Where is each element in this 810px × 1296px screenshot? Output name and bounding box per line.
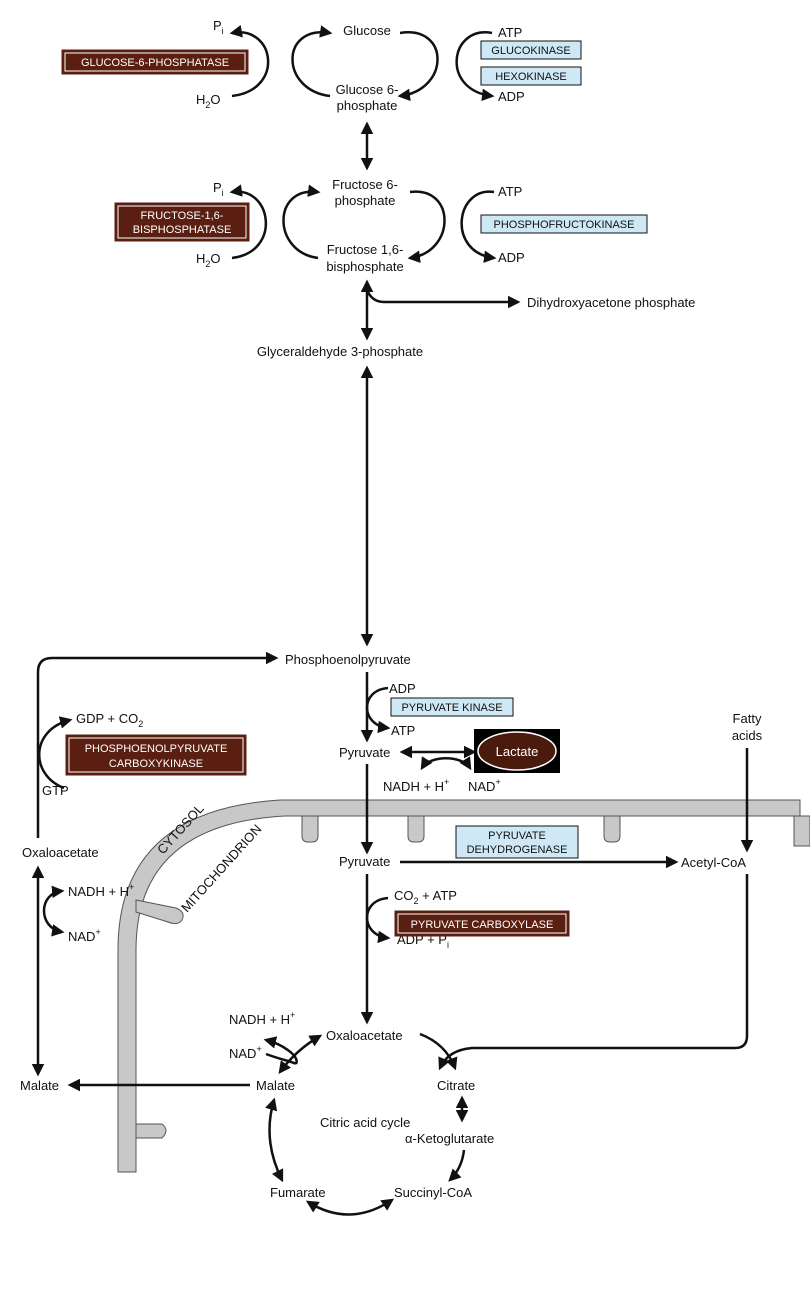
pepck-label-line2: CARBOXYKINASE	[109, 758, 203, 770]
fatty-acids-label-line1: Fatty	[733, 711, 762, 726]
f6p-fbp-step: Fructose 6- phosphate Fructose 1,6- bisp…	[114, 177, 648, 274]
adp-cofactor-2: ADP	[498, 250, 525, 265]
co2-atp-cofactor: CO2 + ATP	[394, 888, 457, 906]
glucokinase-box	[480, 40, 582, 60]
glucokinase-label: GLUCOKINASE	[491, 45, 570, 57]
phosphofructokinase-box	[480, 214, 648, 234]
atp-cofactor-1: ATP	[498, 25, 522, 40]
gdp-co2-cofactor: GDP + CO2	[76, 711, 143, 729]
glucose-6-phosphate-label-line1: Glucose 6-	[336, 82, 399, 97]
phosphoenolpyruvate-label: Phosphoenolpyruvate	[285, 652, 411, 667]
fructose-6-phosphate-label-line2: phosphate	[335, 193, 396, 208]
nad-lactate: NAD+	[468, 777, 501, 794]
hexokinase-box	[480, 66, 582, 86]
fructose-bisphosphatase-box	[114, 202, 250, 242]
fatty-acids-label-line2: acids	[732, 728, 763, 743]
oxaloacetate-cytosol-label: Oxaloacetate	[22, 845, 99, 860]
glucose-6-phosphatase-label: GLUCOSE-6-PHOSPHATASE	[81, 57, 229, 69]
fumarate-label: Fumarate	[270, 1185, 326, 1200]
dhap-branch-arrow	[365, 289, 521, 309]
fructose-1-6-bisphosphate-label-line1: Fructose 1,6-	[327, 242, 404, 257]
pi-cofactor-1: Pi	[213, 18, 224, 36]
acetyl-coa-label: Acetyl-CoA	[681, 855, 746, 870]
glucose-6-phosphatase-box	[61, 49, 249, 75]
h2o-cofactor-2: H2O	[196, 251, 221, 269]
h2o-cofactor-1: H2O	[196, 92, 221, 110]
pi-cofactor-2: Pi	[213, 180, 224, 198]
lactate-label: Lactate	[496, 744, 539, 759]
pepck-label-line1: PHOSPHOENOLPYRUVATE	[85, 743, 228, 755]
adp-pyruvate-kinase: ADP	[389, 681, 416, 696]
nad-cytosol: NAD+	[68, 927, 101, 944]
fructose-bisphosphatase-label-line1: FRUCTOSE-1,6-	[141, 210, 224, 222]
pyruvate-cytosol-label: Pyruvate	[339, 745, 390, 760]
glucose-6-phosphate-label-line2: phosphate	[337, 98, 398, 113]
pyruvate-mito-label: Pyruvate	[339, 854, 390, 869]
glyceraldehyde-3-phosphate-label: Glyceraldehyde 3-phosphate	[257, 344, 423, 359]
pyruvate-dehydrogenase-label-line2: DEHYDROGENASE	[467, 844, 568, 856]
nad-mito: NAD+	[229, 1044, 262, 1061]
dihydroxyacetone-phosphate-label: Dihydroxyacetone phosphate	[527, 295, 695, 310]
succinyl-coa-label: Succinyl-CoA	[394, 1185, 472, 1200]
pepck-box	[65, 734, 247, 776]
pyruvate-kinase-box	[390, 697, 514, 717]
alpha-ketoglutarate-label: α-Ketoglutarate	[405, 1131, 494, 1146]
nadh-cytosol: NADH + H+	[68, 882, 134, 899]
atp-cofactor-2: ATP	[498, 184, 522, 199]
acetyl-coa-to-citrate-line	[438, 874, 749, 1071]
atp-pyruvate-kinase: ATP	[391, 723, 415, 738]
pyruvate-dehydrogenase-box	[455, 825, 579, 859]
citrate-label: Citrate	[437, 1078, 475, 1093]
citric-acid-cycle: Oxaloacetate Malate Citrate α-Ketoglutar…	[229, 874, 749, 1216]
pyruvate-kinase-label: PYRUVATE KINASE	[401, 702, 502, 714]
adp-cofactor-1: ADP	[498, 89, 525, 104]
lactate-badge	[477, 731, 557, 771]
pyruvate-carboxylase-label: PYRUVATE CARBOXYLASE	[411, 919, 554, 931]
pyruvate-dehydrogenase-label-line1: PYRUVATE	[488, 830, 546, 842]
oxaloacetate-mito-label: Oxaloacetate	[326, 1028, 403, 1043]
fructose-6-phosphate-label-line1: Fructose 6-	[332, 177, 398, 192]
fructose-1-6-bisphosphate-label-line2: bisphosphate	[326, 259, 403, 274]
nadh-lactate: NADH + H+	[383, 777, 449, 794]
phosphofructokinase-label: PHOSPHOFRUCTOKINASE	[494, 219, 635, 231]
citric-acid-cycle-label: Citric acid cycle	[320, 1115, 410, 1130]
malate-mito-label: Malate	[256, 1078, 295, 1093]
glucose-label: Glucose	[343, 23, 391, 38]
glucose-g6p-step: Glucose Glucose 6- phosphate Pi H2O ATP …	[61, 18, 582, 113]
oaa-to-pep-line	[36, 651, 279, 838]
gtp-cofactor: GTP	[42, 783, 69, 798]
hexokinase-label: HEXOKINASE	[495, 71, 567, 83]
nadh-mito: NADH + H+	[229, 1010, 295, 1027]
pyruvate-carboxylase-box	[394, 910, 570, 937]
fructose-bisphosphatase-label-line2: BISPHOSPHATASE	[133, 224, 232, 236]
malate-cytosol-label: Malate	[20, 1078, 59, 1093]
